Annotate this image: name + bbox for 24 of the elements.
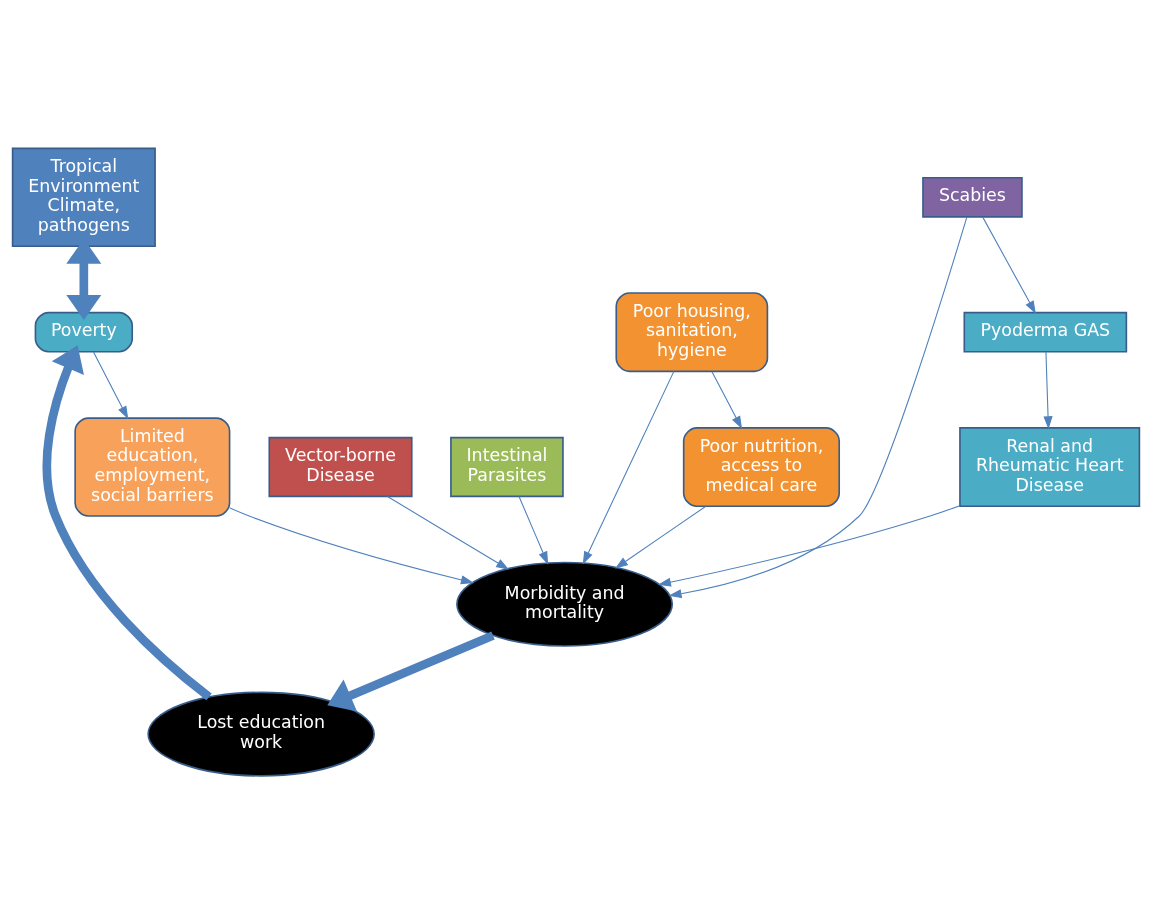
arrow (668, 216, 968, 598)
arrow (92, 350, 129, 419)
arrow (711, 370, 743, 429)
arrow (657, 504, 961, 587)
node-box: Pyoderma GAS (963, 311, 1128, 353)
arrow (229, 507, 474, 584)
node-box: Poor nutrition, access to medical care (682, 426, 841, 507)
node-box: Tropical Environment Climate, pathogens (11, 147, 156, 247)
arrow (982, 216, 1036, 314)
arrow (327, 630, 495, 712)
arrow (386, 495, 510, 570)
arrow (42, 344, 212, 700)
node-box: Poor housing, sanitation, hygiene (615, 291, 769, 372)
node-box: Scabies (922, 176, 1023, 218)
node-box: Intestinal Parasites (450, 436, 564, 497)
node-box: Poverty (34, 311, 134, 353)
arrow (518, 495, 549, 565)
arrow (582, 370, 675, 565)
node-box: Renal and Rheumatic Heart Disease (959, 426, 1141, 507)
node-ellipse: Lost education work (147, 691, 375, 777)
arrow (614, 505, 707, 569)
arrow (1043, 350, 1053, 429)
node-box: Limited education, employment, social barriers (74, 416, 231, 517)
node-box: Vector-borne Disease (268, 436, 413, 497)
